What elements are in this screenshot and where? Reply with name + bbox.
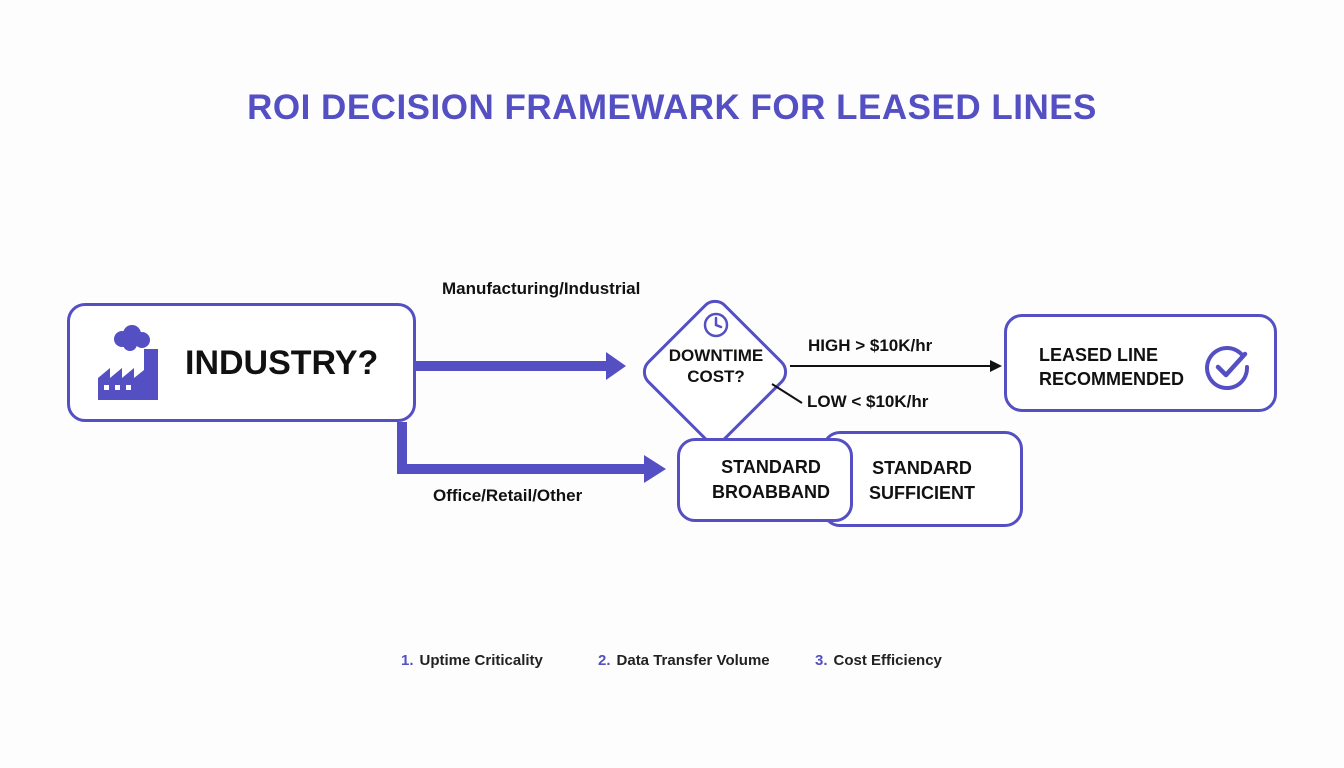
criteria-number: 3.	[815, 652, 828, 669]
industry-label: INDUSTRY?	[185, 344, 379, 382]
factory-icon	[98, 325, 158, 400]
criteria-number: 2.	[598, 652, 611, 669]
manufacturing-arrow-shaft	[416, 361, 610, 371]
standard-sufficient-line-1: STANDARD	[872, 458, 972, 478]
low-edge-label: LOW < $10K/hr	[807, 392, 929, 411]
office-arrow-shaft	[397, 464, 647, 474]
industry-node: INDUSTRY?	[67, 303, 416, 422]
manufacturing-edge-label: Manufacturing/Industrial	[442, 279, 641, 298]
criteria-item: 3. Cost Efficiency	[815, 652, 942, 669]
standard-broadband-line-2: BROABBAND	[712, 482, 830, 502]
downtime-label-line-1: DOWNTIME	[668, 346, 764, 365]
criteria-item: 2. Data Transfer Volume	[598, 652, 770, 669]
high-arrow-head	[990, 360, 1002, 372]
clock-icon	[703, 312, 729, 338]
leased-line-label: LEASED LINE RECOMMENDED	[1039, 343, 1184, 391]
office-edge-label: Office/Retail/Other	[433, 486, 583, 505]
manufacturing-arrow-head	[606, 352, 626, 380]
office-arrow-head	[644, 455, 666, 483]
criteria-label: Cost Efficiency	[833, 652, 942, 669]
leased-line-node: LEASED LINE RECOMMENDED	[1004, 314, 1277, 412]
page-title: ROI DECISION FRAMEWARK FOR LEASED LINES	[247, 88, 1097, 127]
standard-broadband-label: STANDARD BROABBAND	[712, 455, 830, 505]
criteria-number: 1.	[401, 652, 414, 669]
criteria-item: 1. Uptime Criticality	[401, 652, 543, 669]
standard-broadband-node: STANDARD BROABBAND	[677, 438, 853, 522]
criteria-label: Data Transfer Volume	[616, 652, 770, 669]
standard-sufficient-label: STANDARD SUFFICIENT	[869, 456, 975, 506]
office-arrow-drop	[397, 422, 407, 474]
standard-sufficient-node: STANDARD SUFFICIENT	[822, 431, 1023, 527]
leased-line-label-line-2: RECOMMENDED	[1039, 369, 1185, 389]
downtime-label-line-2: COST?	[687, 367, 745, 386]
leased-line-label-line-1: LEASED LINE	[1039, 345, 1159, 365]
downtime-label: DOWNTIME COST?	[640, 345, 792, 387]
downtime-decision-diamond	[642, 299, 788, 445]
standard-broadband-line-1: STANDARD	[721, 457, 821, 477]
check-circle-icon	[1205, 346, 1250, 391]
standard-sufficient-line-2: SUFFICIENT	[869, 483, 975, 503]
criteria-label: Uptime Criticality	[419, 652, 543, 669]
low-connector	[771, 383, 803, 404]
high-edge-label: HIGH > $10K/hr	[808, 336, 933, 355]
